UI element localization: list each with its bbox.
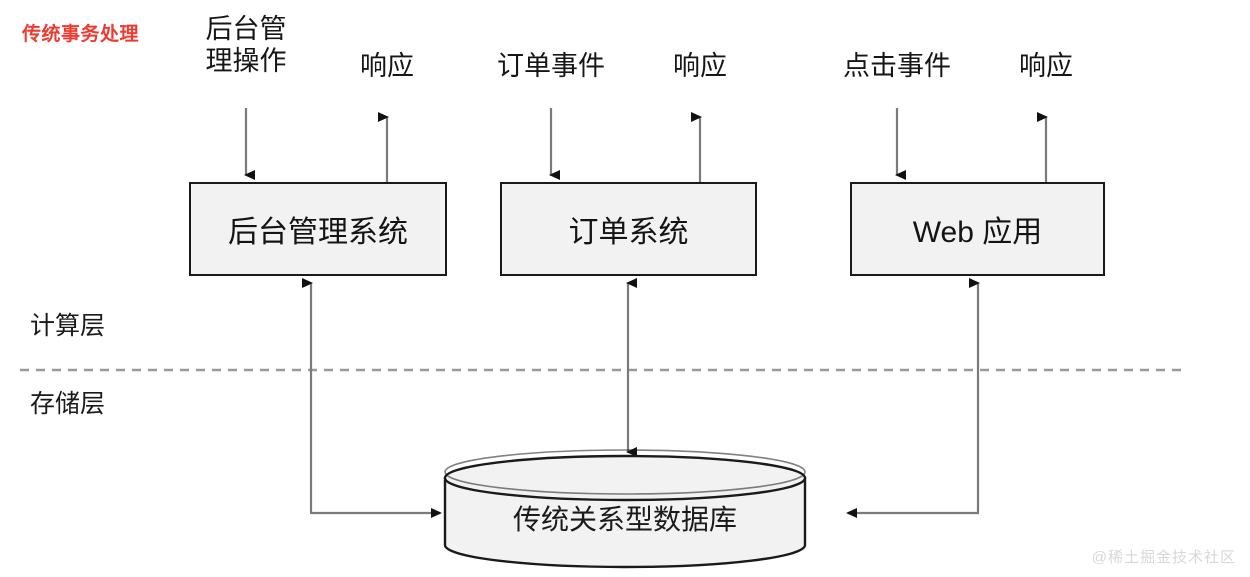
system-box-label-backend: 后台管理系统 bbox=[228, 216, 408, 249]
system-box-order[interactable]: 订单系统 bbox=[500, 182, 757, 276]
system-box-backend[interactable]: 后台管理系统 bbox=[189, 182, 447, 276]
layer-label-compute: 计算层 bbox=[30, 312, 106, 340]
input-label-web: 点击事件 bbox=[843, 51, 951, 81]
layer-label-storage: 存储层 bbox=[30, 390, 106, 418]
input-label-order: 订单事件 bbox=[497, 51, 605, 81]
response-label-backend: 响应 bbox=[360, 51, 414, 81]
system-box-label-web: Web 应用 bbox=[912, 216, 1043, 249]
database-cylinder bbox=[443, 449, 807, 569]
page-title: 传统事务处理 bbox=[22, 24, 140, 45]
connector-web-to-database bbox=[846, 278, 980, 518]
response-label-order: 响应 bbox=[673, 51, 727, 81]
watermark: @稀土掘金技术社区 bbox=[1091, 549, 1236, 566]
input-label-backend: 后台管 理操作 bbox=[205, 14, 287, 76]
system-box-web[interactable]: Web 应用 bbox=[850, 182, 1105, 276]
database-label: 传统关系型数据库 bbox=[512, 504, 737, 535]
connector-backend-to-database bbox=[302, 278, 442, 518]
response-label-web: 响应 bbox=[1019, 51, 1073, 81]
system-box-label-order: 订单系统 bbox=[568, 216, 689, 249]
